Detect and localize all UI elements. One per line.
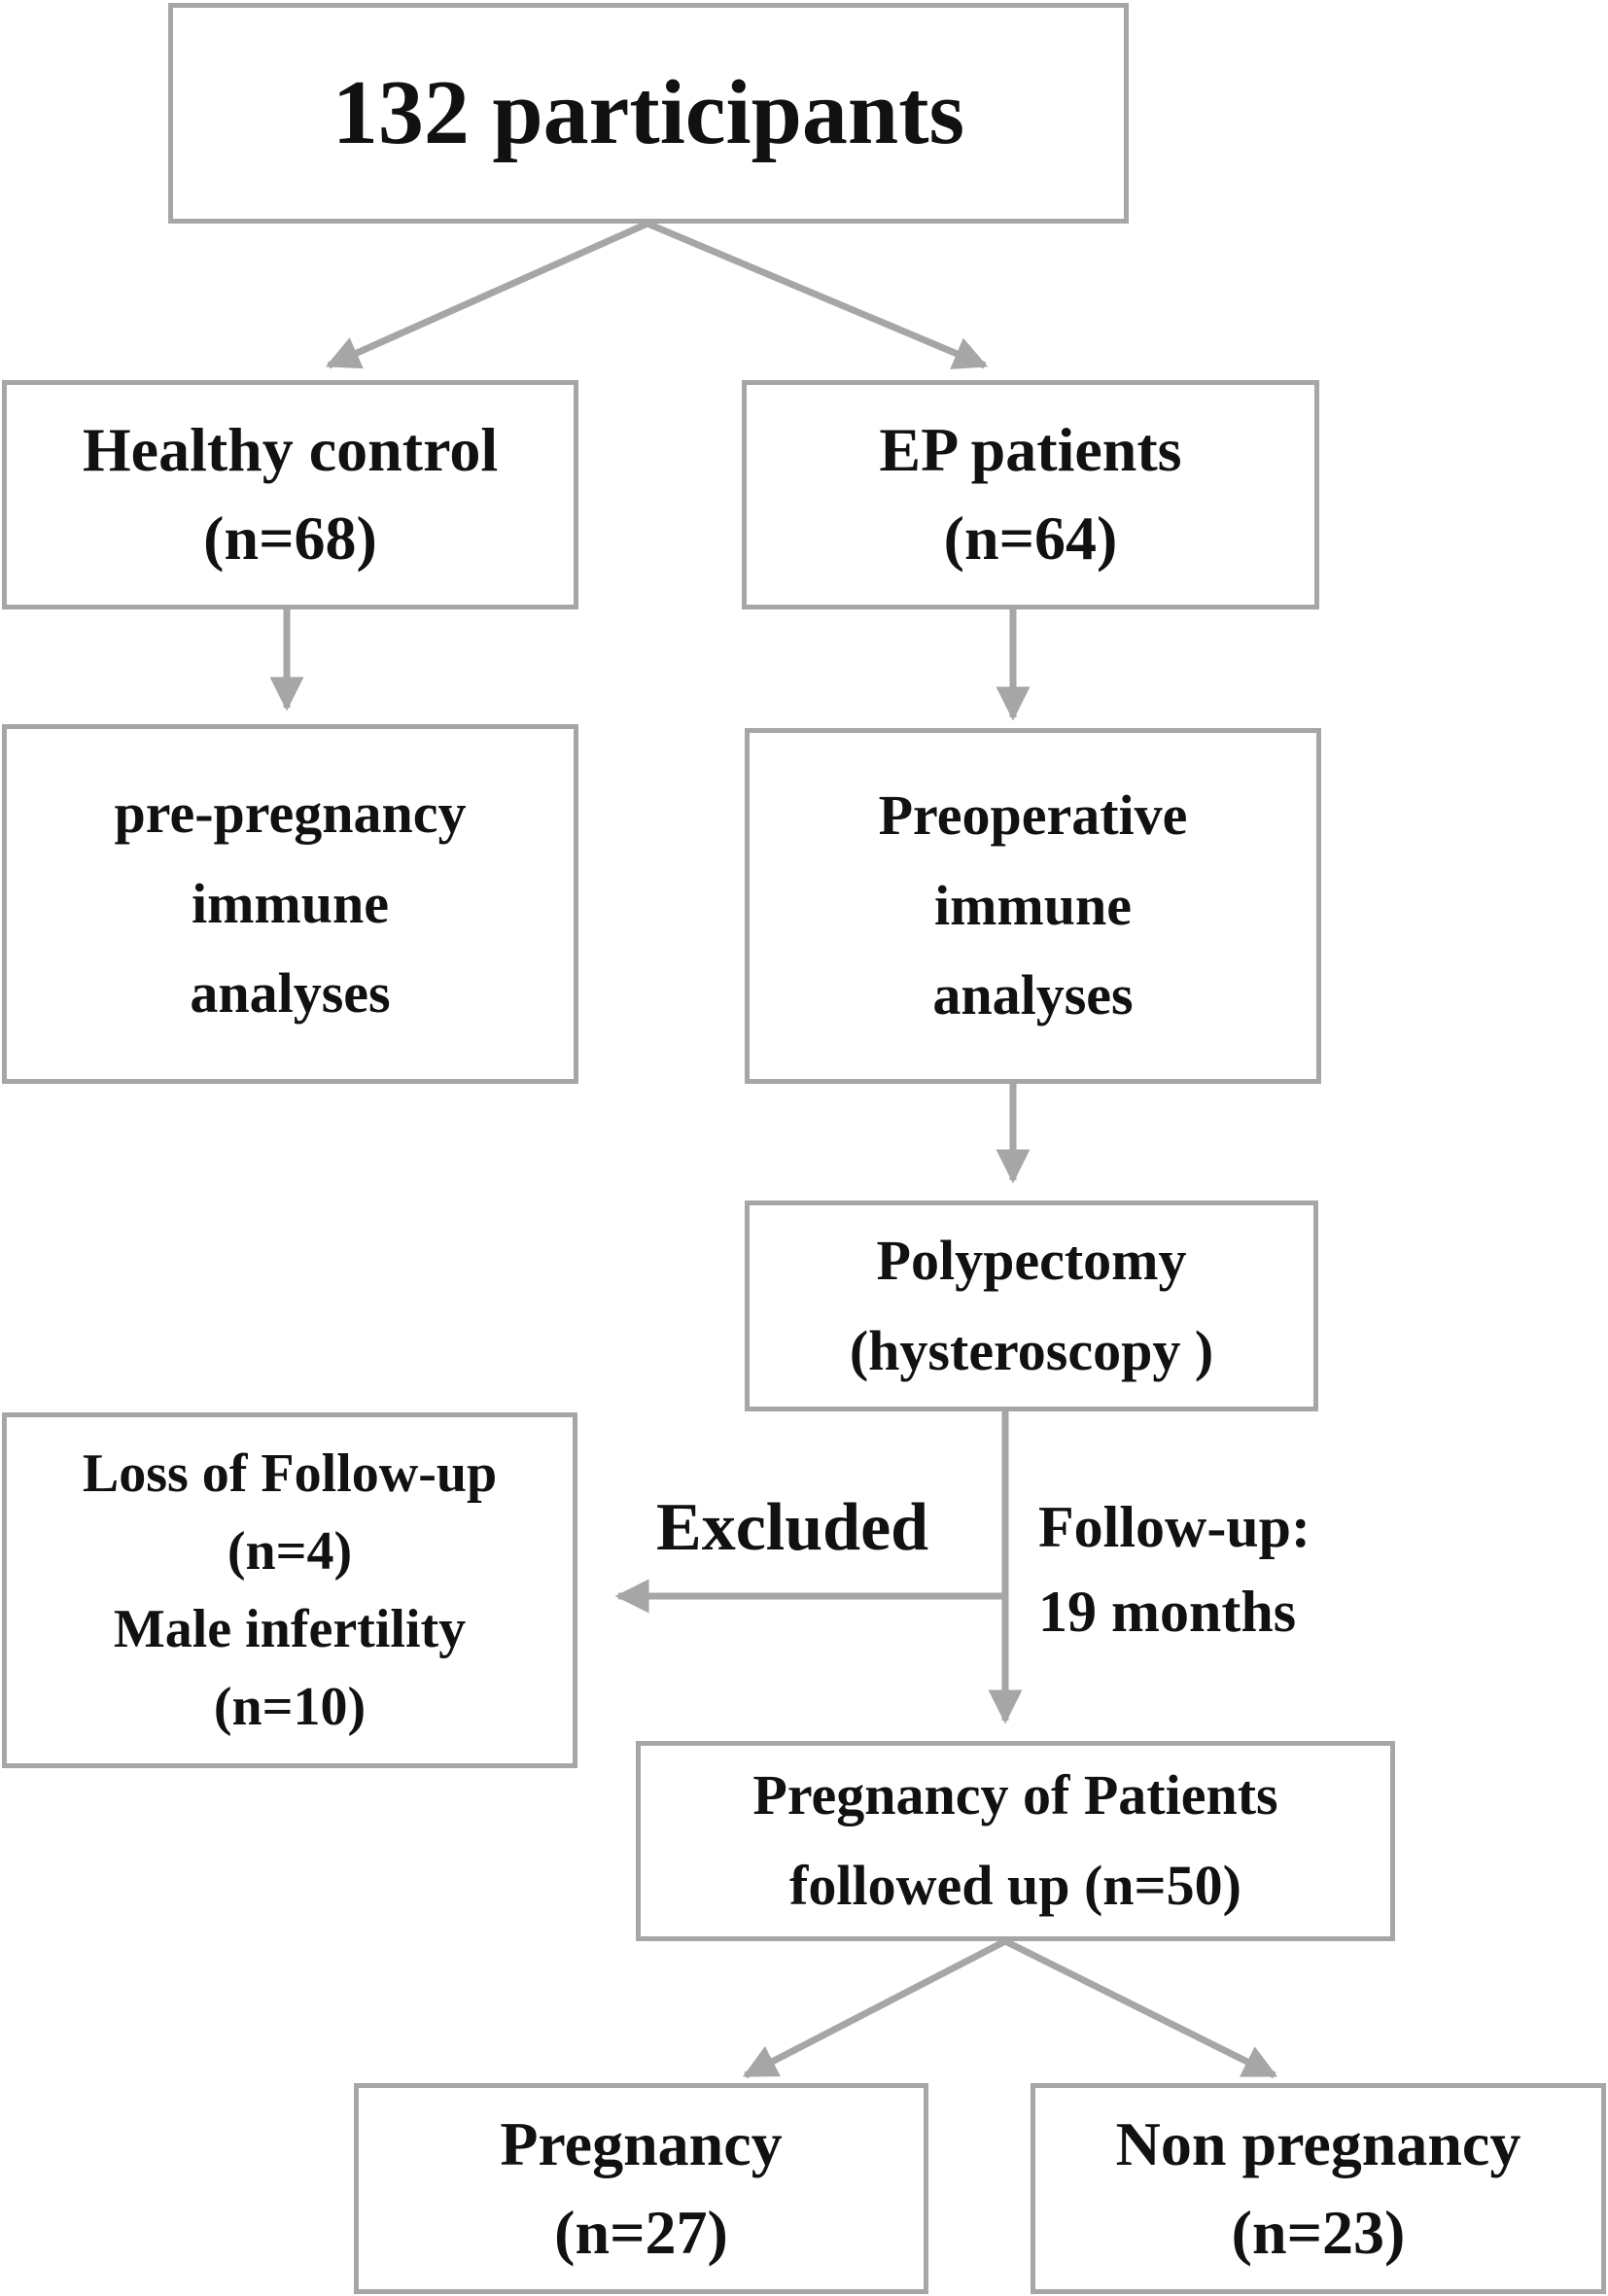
node-text-line: Pregnancy of Patients bbox=[752, 1763, 1278, 1827]
followup-label-line1: Follow-up: bbox=[1038, 1495, 1311, 1559]
node-text-line: (hysteroscopy ) bbox=[849, 1318, 1214, 1382]
node-text-line: Male infertility bbox=[113, 1599, 467, 1659]
excluded-reasons-box: Loss of Follow-up (n=4) Male infertility (n… bbox=[2, 1412, 577, 1768]
ep-patients-box: EP patients (n=64) bbox=[742, 380, 1319, 609]
node-text-line: followed up (n=50) bbox=[789, 1854, 1241, 1917]
node-text-line: (n=10) bbox=[213, 1677, 367, 1738]
node-text-line: pre-pregnancy bbox=[114, 781, 467, 845]
preoperative-analyses-box: Preoperative immune analyses bbox=[745, 728, 1321, 1084]
arrow-followed-up-to-pregnancy bbox=[742, 1937, 1007, 2079]
node-text-line: (n=68) bbox=[203, 504, 377, 573]
followup-duration-label: Follow-up: 19 months bbox=[1038, 1485, 1311, 1654]
node-text-line: (n=64) bbox=[943, 504, 1118, 573]
node-text-line: Non pregnancy bbox=[1115, 2108, 1521, 2178]
node-text-line: Polypectomy bbox=[876, 1228, 1187, 1292]
node-text-line: Pregnancy bbox=[500, 2108, 783, 2178]
healthy-control-box: Healthy control (n=68) bbox=[2, 380, 578, 609]
node-text-line: Loss of Follow-up bbox=[82, 1443, 498, 1504]
node-text-line: Preoperative bbox=[878, 783, 1188, 847]
node-text-line: analyses bbox=[932, 963, 1134, 1027]
node-text-line: immune bbox=[934, 873, 1132, 937]
pregnancy-box: Pregnancy (n=27) bbox=[354, 2083, 928, 2294]
node-text-line: analyses bbox=[190, 961, 391, 1026]
followup-label-line2: 19 months bbox=[1038, 1580, 1297, 1644]
node-text-line: 132 participants bbox=[332, 62, 965, 164]
pre-pregnancy-analyses-box: pre-pregnancy immune analyses bbox=[2, 724, 578, 1084]
followed-up-box: Pregnancy of Patients followed up (n=50) bbox=[636, 1741, 1395, 1941]
polypectomy-box: Polypectomy (hysteroscopy ) bbox=[745, 1200, 1318, 1411]
node-text-line: (n=4) bbox=[227, 1520, 353, 1582]
non-pregnancy-box: Non pregnancy (n=23) bbox=[1031, 2083, 1606, 2294]
node-text-line: Healthy control bbox=[82, 415, 499, 485]
node-text-line: EP patients bbox=[879, 415, 1182, 485]
arrow-participants-to-ep bbox=[646, 220, 989, 369]
excluded-label: Excluded bbox=[656, 1490, 929, 1565]
arrow-followed-up-to-non-pregnancy bbox=[1003, 1937, 1278, 2079]
node-text-line: immune bbox=[192, 871, 389, 935]
node-text-line: (n=23) bbox=[1231, 2197, 1406, 2267]
arrow-participants-to-healthy bbox=[325, 220, 649, 369]
node-text-line: (n=27) bbox=[554, 2197, 728, 2267]
participants-box: 132 participants bbox=[168, 3, 1129, 224]
